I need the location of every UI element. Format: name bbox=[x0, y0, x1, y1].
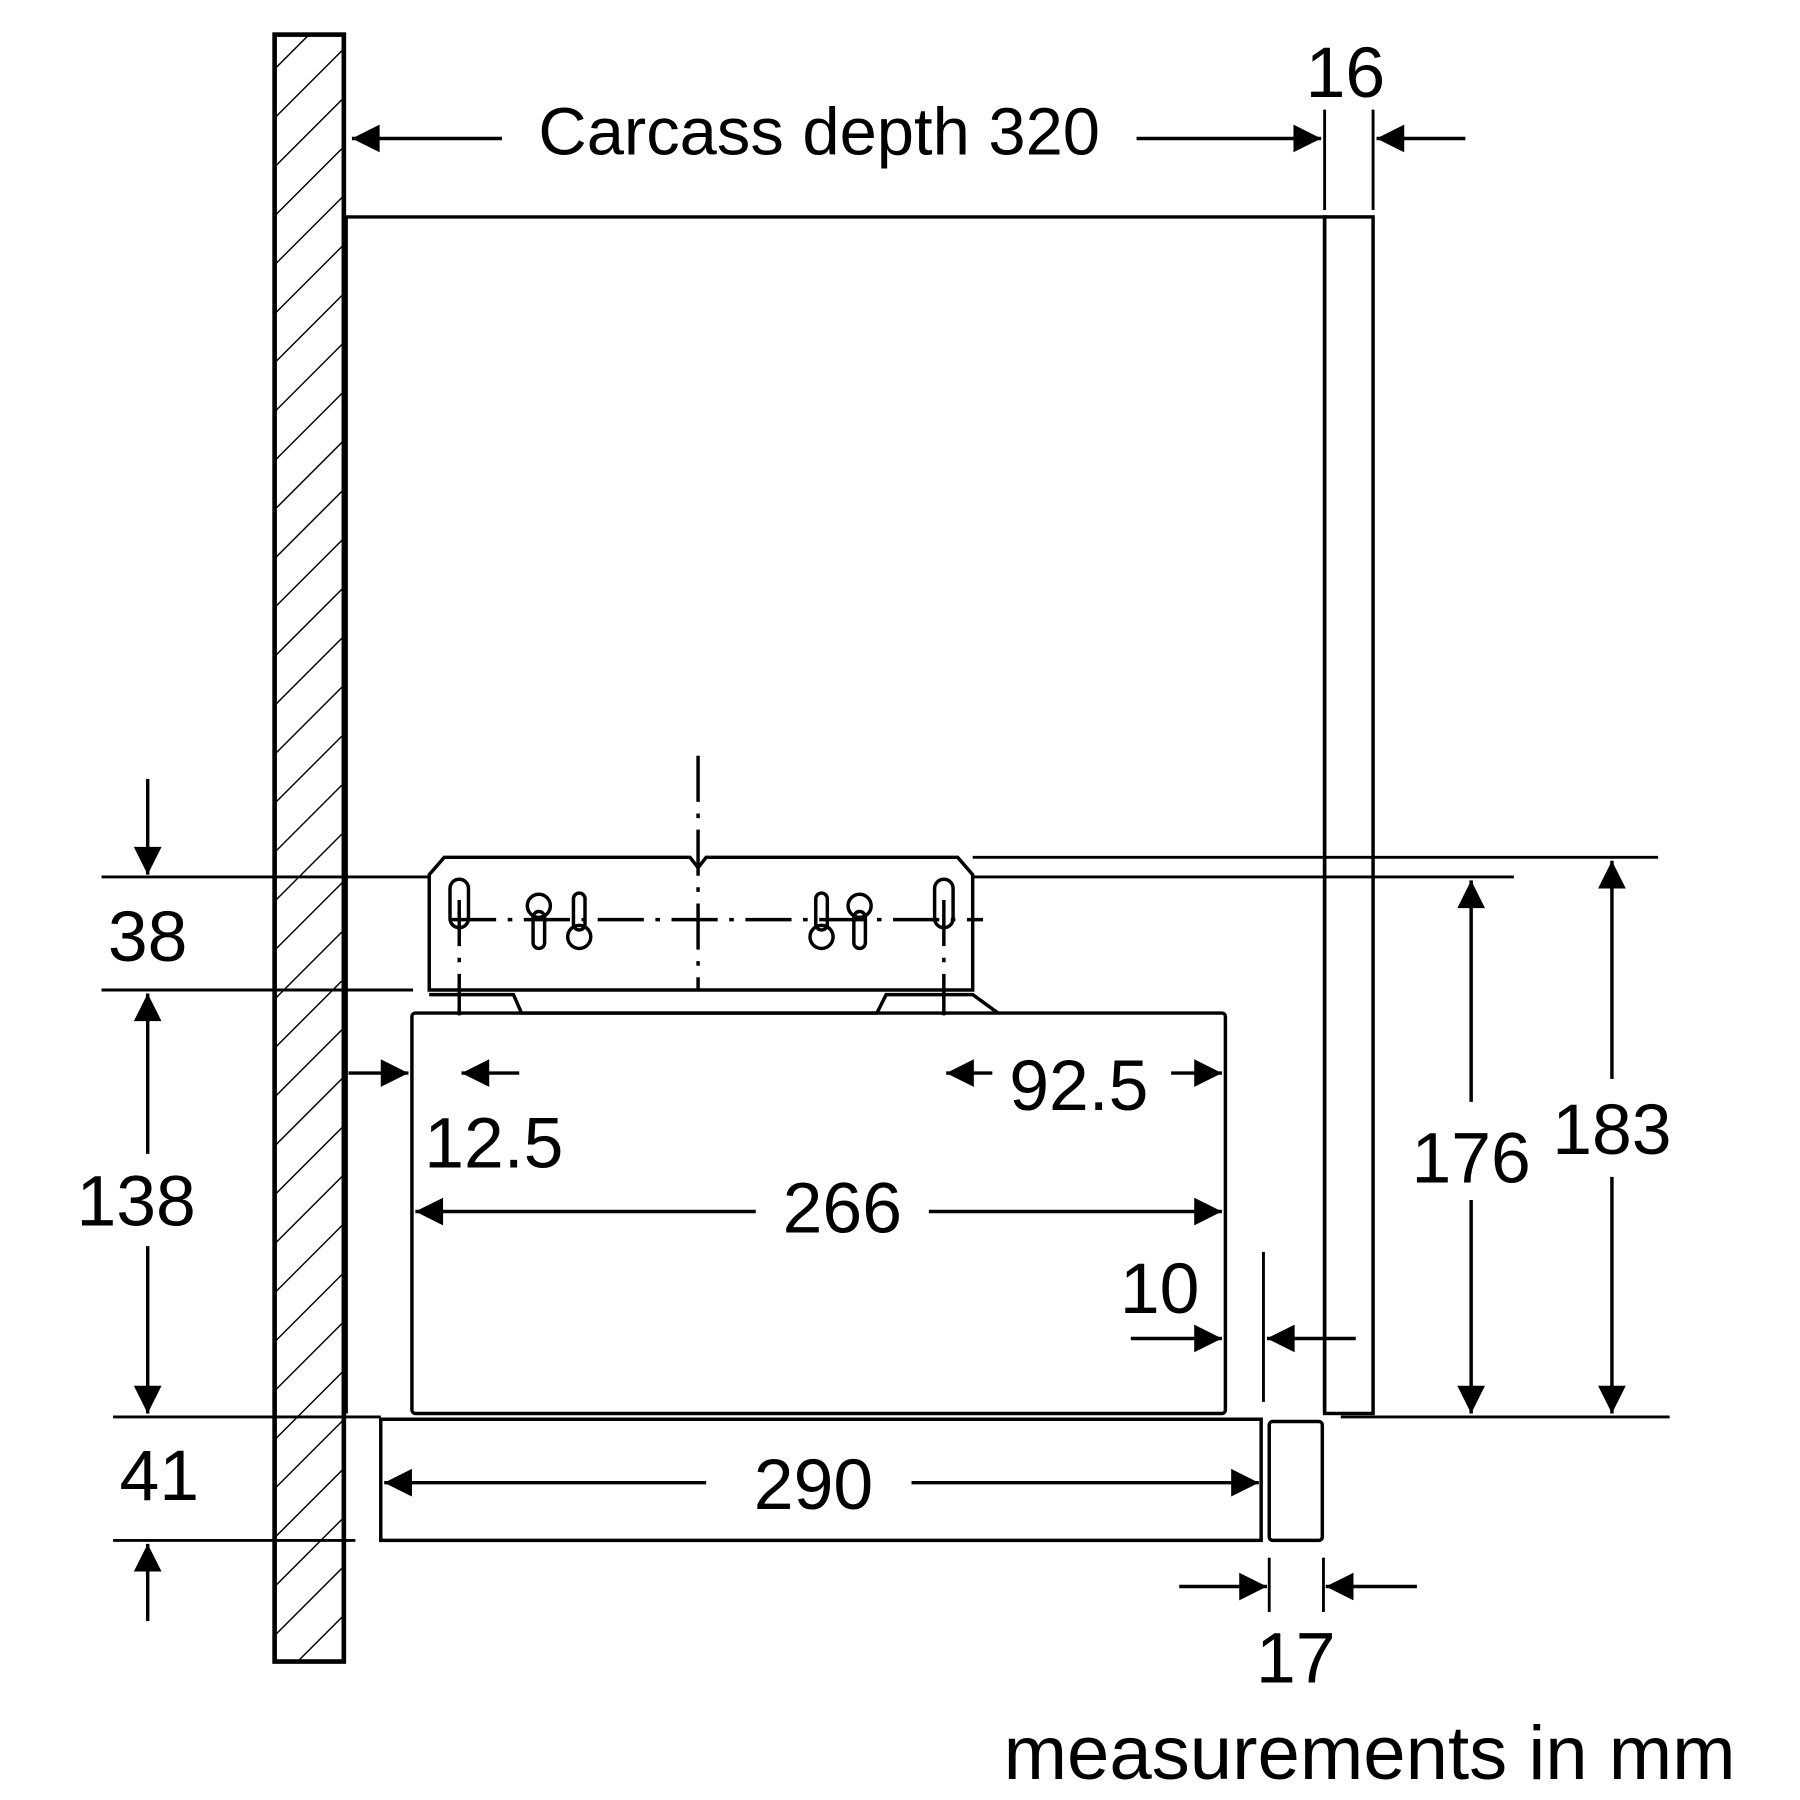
keyhole-slot-icon bbox=[448, 877, 955, 951]
reference-lines bbox=[101, 855, 1670, 1542]
carcass-depth-dimension: Carcass depth 320 bbox=[351, 95, 1322, 170]
dim-176-label: 176 bbox=[1411, 1119, 1530, 1199]
dim-12-5-label: 12.5 bbox=[424, 1104, 563, 1184]
wall-hatched bbox=[272, 32, 347, 1664]
carcass-depth-label: Carcass depth 320 bbox=[538, 95, 1100, 170]
dim-16-label: 16 bbox=[1306, 33, 1386, 113]
dim-266-label: 266 bbox=[783, 1168, 902, 1248]
dim-41-label: 41 bbox=[119, 1436, 199, 1516]
dim-17-label: 17 bbox=[1256, 1618, 1336, 1698]
dimension-41: 41 bbox=[119, 1436, 199, 1622]
dimension-17: 17 bbox=[1179, 1557, 1417, 1698]
dimension-138: 138 bbox=[76, 993, 196, 1414]
dimension-38: 38 bbox=[108, 778, 188, 977]
dim-38-label: 38 bbox=[108, 897, 188, 977]
carcass bbox=[344, 215, 1375, 1416]
dim-183-label: 183 bbox=[1552, 1090, 1671, 1170]
dim-92-5-label: 92.5 bbox=[1009, 1046, 1148, 1126]
dim-138-label: 138 bbox=[76, 1161, 195, 1241]
hood-body bbox=[379, 992, 1325, 1543]
dimension-266: 266 bbox=[415, 1168, 1222, 1248]
dimension-183: 183 bbox=[1552, 860, 1672, 1414]
dimension-12-5: 12.5 bbox=[348, 1059, 563, 1184]
mounting-bracket bbox=[427, 755, 984, 1016]
dim-10-label: 10 bbox=[1120, 1249, 1200, 1329]
units-note: measurements in mm bbox=[1004, 1711, 1736, 1796]
dimension-176: 176 bbox=[1411, 880, 1531, 1414]
dimension-16: 16 bbox=[1306, 33, 1466, 210]
dimension-10: 10 bbox=[1120, 1249, 1356, 1402]
dimension-92-5: 92.5 bbox=[946, 1046, 1222, 1126]
dimension-290: 290 bbox=[384, 1445, 1259, 1525]
dim-290-label: 290 bbox=[754, 1445, 873, 1525]
